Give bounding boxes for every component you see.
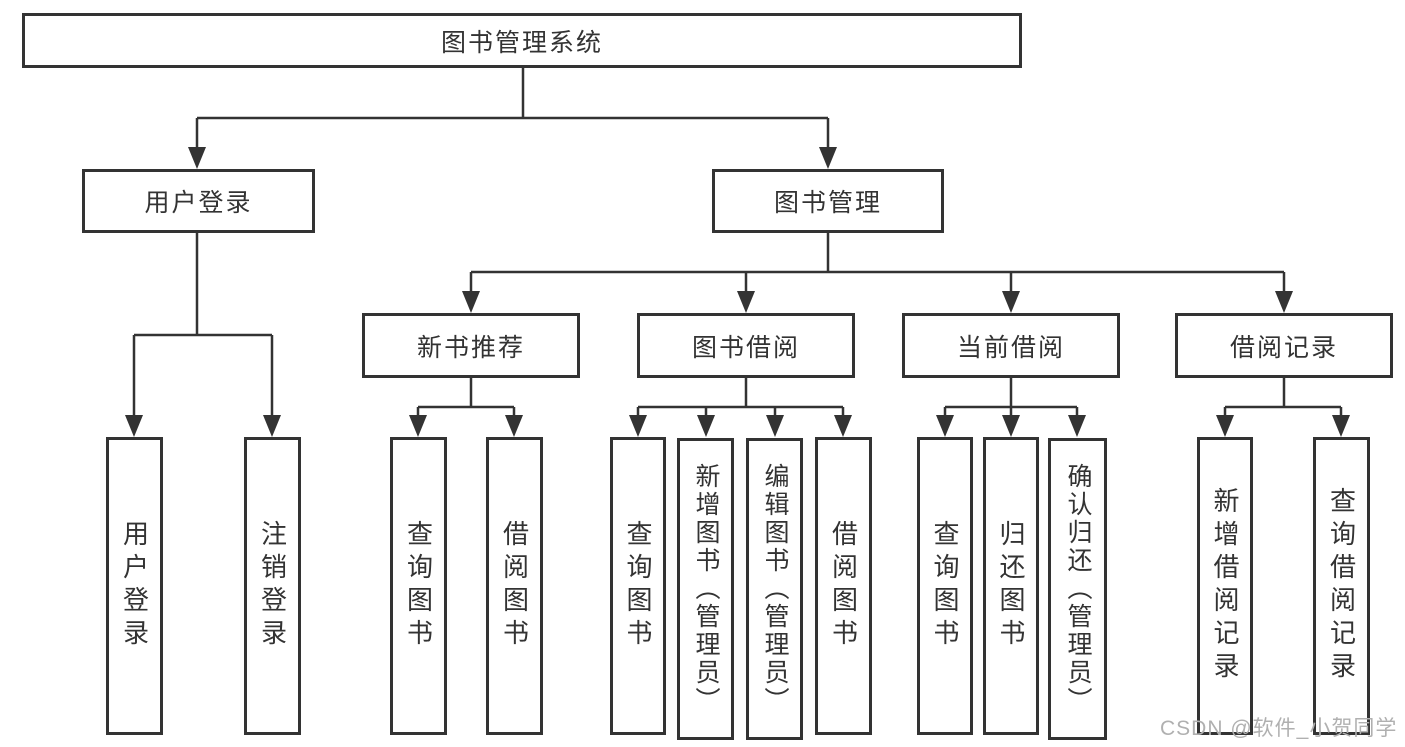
- csdn-watermark: CSDN @软件_小贺同学: [1160, 717, 1398, 740]
- leaf-borrow-book-label: 借阅图书: [828, 520, 859, 652]
- new-book-section-box: 新书推荐: [362, 313, 580, 378]
- leaf-newbook-query-box: 查询图书: [390, 437, 447, 735]
- current-borrow-section-box: 当前借阅: [902, 313, 1120, 378]
- leaf-borrow-query-box: 查询图书: [610, 437, 666, 735]
- user-login-branch-box: 用户登录: [82, 169, 315, 233]
- leaf-current-query-box: 查询图书: [917, 437, 973, 735]
- leaf-confirm-return-admin-box: 确认归还（管理员）: [1048, 438, 1107, 740]
- book-borrow-section-box: 图书借阅: [637, 313, 855, 378]
- leaf-return-book-label: 归还图书: [996, 520, 1026, 652]
- leaf-current-query-label: 查询图书: [930, 520, 960, 652]
- book-management-branch-box: 图书管理: [712, 169, 944, 233]
- leaf-borrow-query-label: 查询图书: [623, 520, 653, 652]
- leaf-user-login-label: 用户登录: [119, 520, 150, 652]
- leaf-add-record-box: 新增借阅记录: [1197, 437, 1253, 735]
- leaf-newbook-borrow-label: 借阅图书: [499, 520, 530, 652]
- leaf-user-login-box: 用户登录: [106, 437, 163, 735]
- system-root-box: 图书管理系统: [22, 13, 1022, 68]
- leaf-add-book-admin-label: 新增图书（管理员）: [692, 463, 720, 715]
- leaf-borrow-book-box: 借阅图书: [815, 437, 872, 735]
- leaf-add-book-admin-box: 新增图书（管理员）: [677, 438, 734, 740]
- leaf-return-book-box: 归还图书: [983, 437, 1039, 735]
- leaf-add-record-label: 新增借阅记录: [1210, 487, 1240, 685]
- borrow-record-section-box: 借阅记录: [1175, 313, 1393, 378]
- leaf-logout-label: 注销登录: [257, 520, 288, 652]
- leaf-newbook-borrow-box: 借阅图书: [486, 437, 543, 735]
- leaf-logout-box: 注销登录: [244, 437, 301, 735]
- leaf-edit-book-admin-box: 编辑图书（管理员）: [746, 438, 803, 740]
- leaf-query-record-box: 查询借阅记录: [1313, 437, 1370, 735]
- leaf-edit-book-admin-label: 编辑图书（管理员）: [761, 463, 789, 715]
- leaf-confirm-return-admin-label: 确认归还（管理员）: [1064, 463, 1092, 715]
- leaf-query-record-label: 查询借阅记录: [1326, 487, 1357, 685]
- leaf-newbook-query-label: 查询图书: [403, 520, 434, 652]
